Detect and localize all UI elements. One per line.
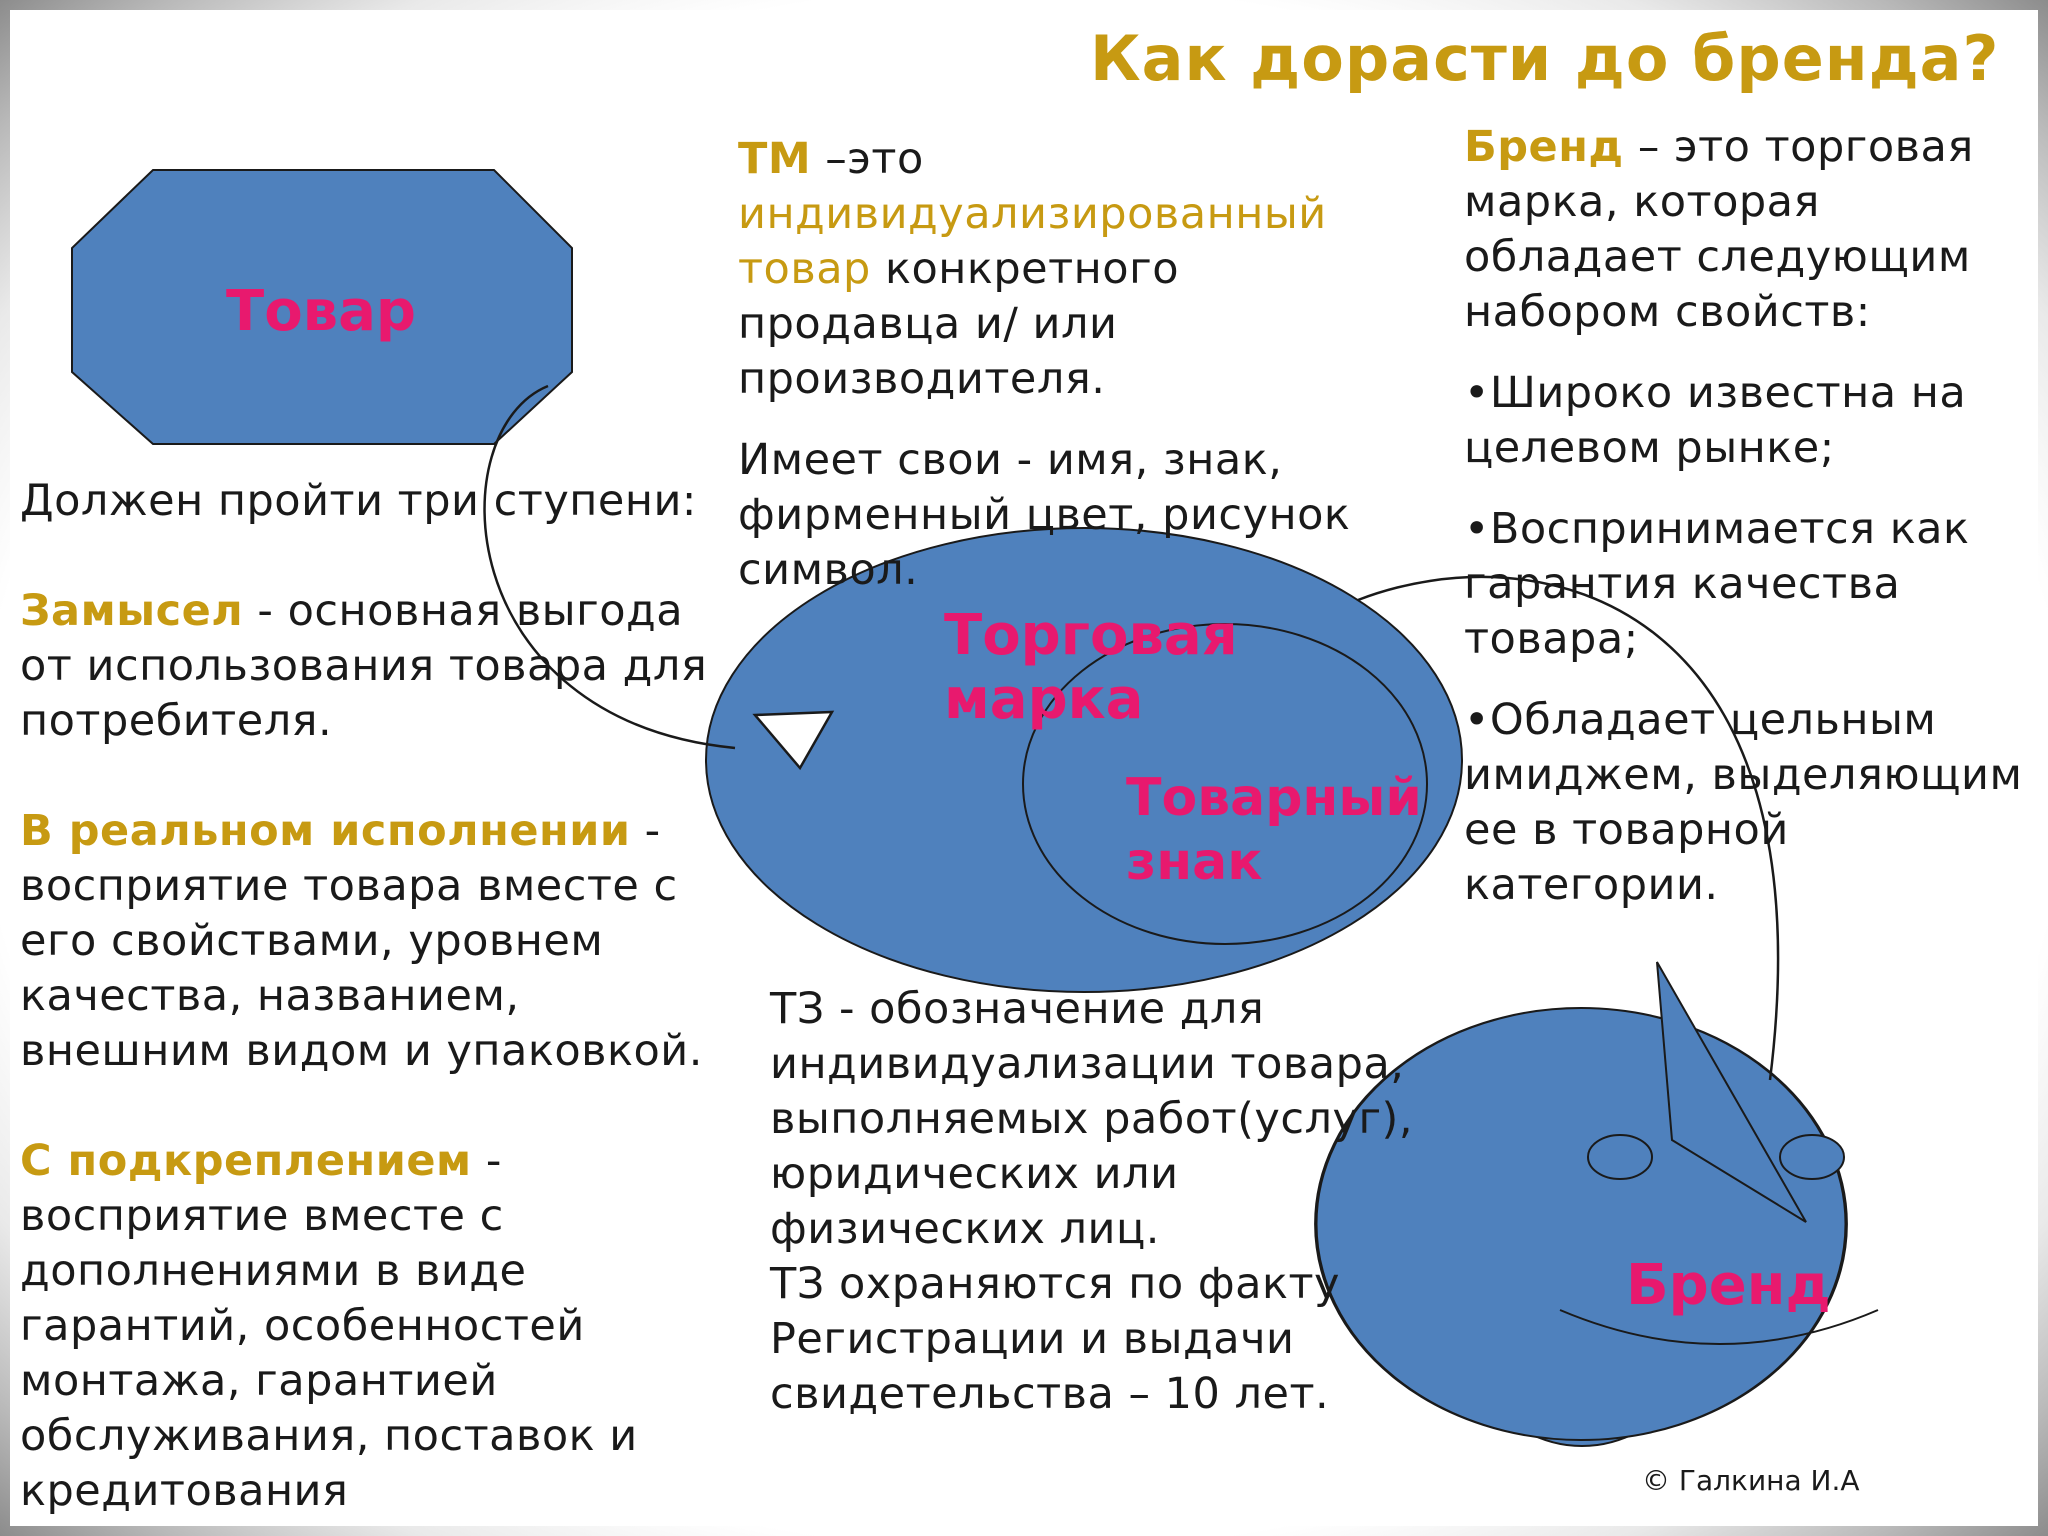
slide-title: Как дорасти до бренда? [1090,22,2000,95]
steps-intro: Должен пройти три ступени: [20,476,697,526]
tz-definition: ТЗ - обозначение для индивидуализации то… [770,984,1413,1254]
brand-bullet: •Воспринимается как гарантия качества то… [1464,504,1970,664]
left-text-block: Должен пройти три ступени: Замысел - осн… [20,474,732,1519]
brand-text-block: Бренд – это торговая марка, которая обла… [1464,120,2034,913]
tm-highlight: индивидуализированный товар [738,189,1327,294]
tovarny-znak-label: Товарный знак [1126,768,1422,892]
tovar-octagon [71,169,573,445]
torgovaya-marka-label: Торговая марка [944,603,1238,732]
brand-bullet: •Широко известна на целевом рынке; [1464,368,1967,473]
tovar-label: Товар [226,279,416,344]
brend-smile [1559,1309,1879,1345]
tm-dash: –это [811,134,924,184]
brand-bullet: •Обладает цельным имиджем, выделяющим ее… [1464,695,2023,910]
tovarny-znak-ellipse [1022,623,1428,945]
tm-term: ТМ [738,134,812,184]
brend-nose [1656,961,1807,1223]
step-podkrepleniem-term: С подкреплением [20,1136,472,1186]
brand-intro: – это торговая марка, которая обладает с… [1464,122,1974,337]
tz-protection: ТЗ охраняются по факту Регистрации и выд… [770,1259,1340,1419]
brend-right-eye [1779,1134,1845,1180]
step-zamysel-text: - основная выгода от использования товар… [20,586,708,746]
copyright: © Галкина И.А [1642,1464,1860,1497]
tm-rest: конкретного продавца и/ или производител… [738,244,1179,404]
tm-text-block: ТМ –это индивидуализированный товар конк… [738,132,1378,598]
step-zamysel: Замысел - основная выгода от использован… [20,584,732,749]
brand-term: Бренд [1464,122,1624,172]
step-realnom-text: - восприятие товара вместе с его свойств… [20,806,703,1076]
tm-definition: ТМ –это индивидуализированный товар конк… [738,132,1378,407]
step-podkrepleniem-text: - восприятие вместе с дополнениями в вид… [20,1136,638,1516]
step-realnom-term: В реальном исполнении [20,806,631,856]
brand-definition: Бренд – это торговая марка, которая обла… [1464,120,2034,340]
step-zamysel-term: Замысел [20,586,244,636]
arrow-tovar-to-marka [483,384,736,750]
step-realnom: В реальном исполнении - восприятие товар… [20,804,732,1079]
brend-left-eye [1587,1134,1653,1180]
arrow-marka-to-brend [1357,575,1780,1081]
arrow-head-1 [752,710,835,771]
brend-label: Бренд [1626,1253,1831,1318]
tm-attributes: Имеет свои - имя, знак, фирменный цвет, … [738,435,1351,595]
step-podkrepleniem: С подкреплением - восприятие вместе с до… [20,1134,732,1519]
tz-text-block: ТЗ - обозначение для индивидуализации то… [770,982,1450,1422]
